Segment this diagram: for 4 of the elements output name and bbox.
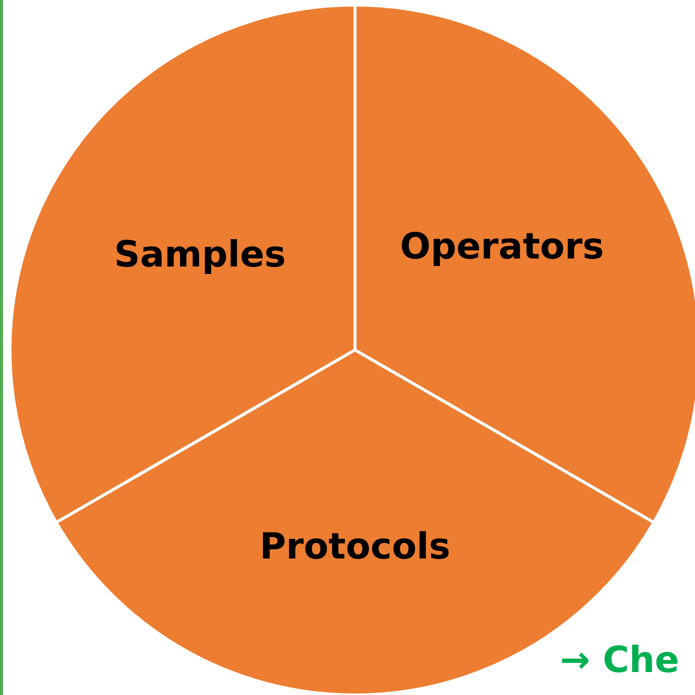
slice-label: Protocols: [260, 526, 450, 568]
note-text: → Che: [560, 640, 680, 681]
slice-label: Operators: [400, 226, 604, 268]
slice-label: Samples: [114, 234, 286, 276]
